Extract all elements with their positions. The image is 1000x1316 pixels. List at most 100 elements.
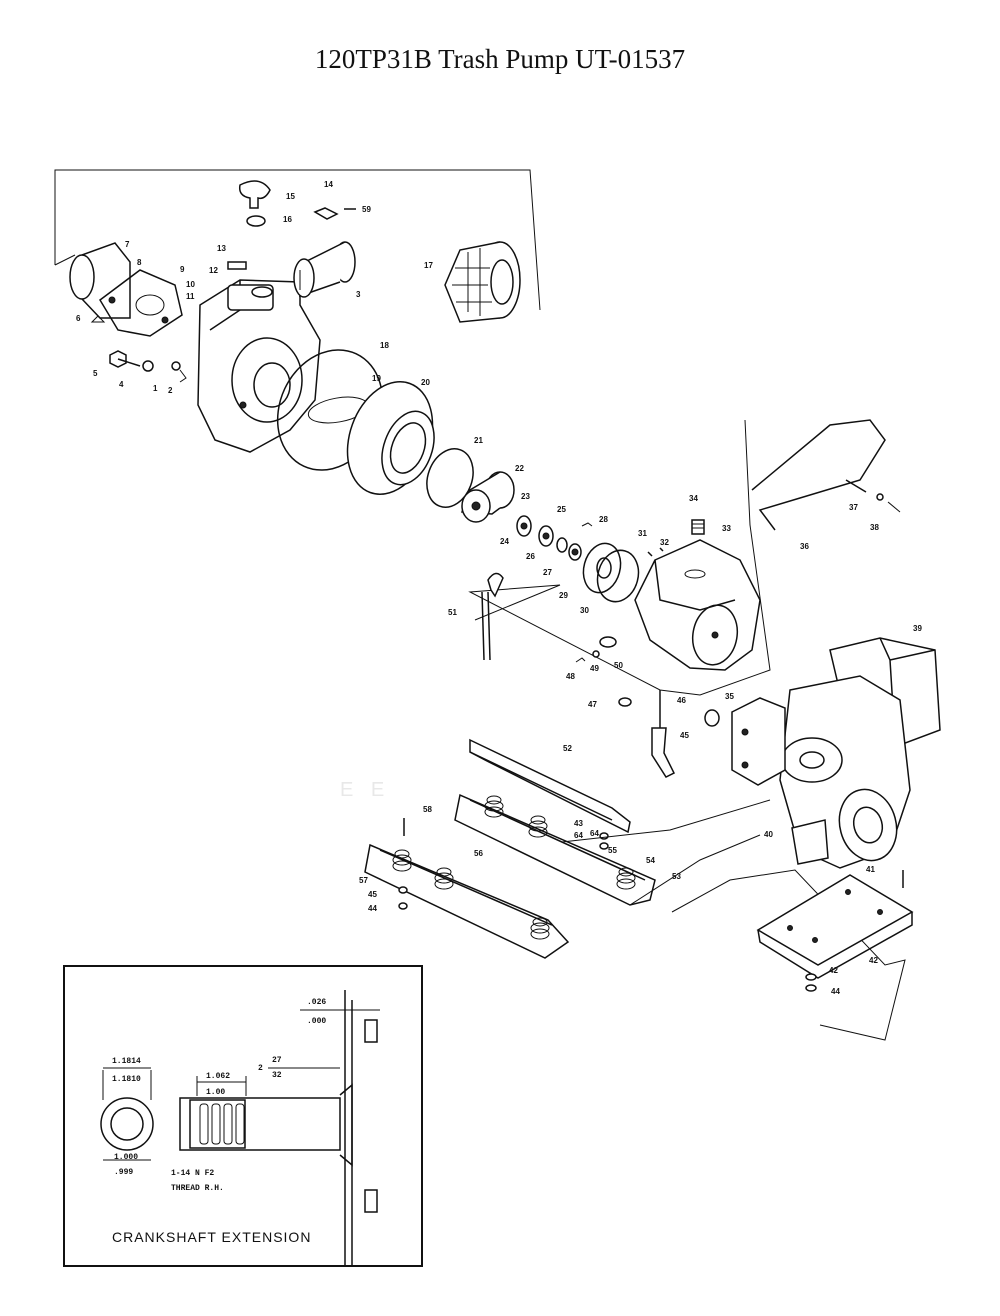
part-label: 47 [588,700,597,709]
priming-plug [691,519,705,535]
crankshaft-extension-inset: .026 .000 1.1814 1.1810 1.062 1.00 2 27 … [63,965,423,1267]
engine [704,637,941,869]
drain-valve-parts [575,636,617,663]
part-label: 38 [870,523,879,532]
part-label: 25 [557,505,566,514]
part-label: 59 [362,205,371,214]
dim-fraction-num: 27 [272,1056,282,1065]
fill-cap [227,180,356,270]
drain-plug-hardware [109,350,187,383]
part-label: 10 [186,280,195,289]
part-label: 50 [614,661,623,670]
thread-spec: 1-14 N F2 [171,1169,214,1178]
part-label: 36 [800,542,809,551]
base-group-outline [671,869,906,1041]
part-label: 4 [119,380,124,389]
part-label: 19 [372,374,381,383]
part-label: 42 [829,966,838,975]
diffuser-gasket [426,448,474,508]
leader-lines [299,270,771,906]
impeller [460,471,515,523]
part-label: 31 [638,529,647,538]
part-label: 30 [580,606,589,615]
part-label: 8 [137,258,142,267]
dim-od-min: .999 [114,1168,133,1177]
part-label: 45 [680,731,689,740]
part-label: 18 [380,341,389,350]
housing-group-outline [54,169,541,311]
engine-base-plate [756,870,914,992]
bolts-31-32 [647,547,664,557]
part-label: 32 [660,538,669,547]
part-label: 64 [590,829,599,838]
part-label: 52 [563,744,572,753]
part-label: 29 [559,591,568,600]
skid-rail-top [469,738,631,834]
part-label: 33 [722,524,731,533]
part-label: 2 [168,386,173,395]
part-label: 58 [423,805,432,814]
part-label: 11 [186,292,195,301]
watermark: E E [340,779,390,801]
part-label: 55 [608,846,617,855]
part-label: 9 [180,265,185,274]
part-label: 51 [448,608,457,617]
part-label: 6 [76,314,81,323]
part-label: 48 [566,672,575,681]
diffuser [346,381,435,495]
part-label: 20 [421,378,430,387]
part-label: 1 [153,384,158,393]
part-label: 34 [689,494,698,503]
part-label: 3 [356,290,361,299]
part-label: 13 [217,244,226,253]
part-label: 23 [521,492,530,501]
part-label: 5 [93,369,98,378]
part-label: 37 [849,503,858,512]
discharge-fitting [69,242,183,337]
part-label: 14 [324,180,333,189]
part-label: 43 [574,819,583,828]
part-label: 15 [286,192,295,201]
dim-length-min: 1.00 [206,1088,225,1097]
page-title: 120TP31B Trash Pump UT-01537 [314,44,686,74]
mechanical-seal-parts [516,515,593,561]
part-label: 64 [574,831,583,840]
adapter-group-outline [468,419,771,696]
part-label: 16 [283,215,292,224]
part-label: 46 [677,696,686,705]
part-label: 41 [866,865,875,874]
seal-plate [582,542,640,603]
part-label: 44 [368,904,377,913]
part-label: 56 [474,849,483,858]
carry-handle [751,419,901,531]
strainer-basket [444,241,521,323]
part-label: 35 [725,692,734,701]
part-label: 40 [764,830,773,839]
priming-valve-lever [481,572,504,661]
part-label: 44 [831,987,840,996]
part-label: 45 [368,890,377,899]
part-label: 7 [125,240,130,249]
part-label: 26 [526,552,535,561]
dim-runout-max: .026 [307,998,326,1007]
part-number-labels: 1 2 3 4 5 6 7 8 9 10 11 12 13 14 15 16 1… [76,180,922,996]
dim-bore-max: 1.1814 [112,1057,141,1066]
dim-fraction-den: 32 [272,1071,282,1080]
part-label: 39 [913,624,922,633]
skid-rail-lower [364,818,570,959]
part-label: 12 [209,266,218,275]
part-label: 28 [599,515,608,524]
dim-length-max: 1.062 [206,1072,230,1081]
dim-fraction-prefix: 2 [258,1064,263,1073]
inset-caption: CRANKSHAFT EXTENSION [112,1229,311,1245]
dim-bore-min: 1.1810 [112,1075,141,1084]
part-label: 22 [515,464,524,473]
part-label: 57 [359,876,368,885]
shut-off-valve-parts [618,690,676,778]
dim-runout-min: .000 [307,1017,326,1026]
dim-od-max: 1.000 [114,1153,138,1162]
wear-sleeve [293,241,356,298]
part-label: 17 [424,261,433,270]
part-label: 42 [869,956,878,965]
part-label: 49 [590,664,599,673]
